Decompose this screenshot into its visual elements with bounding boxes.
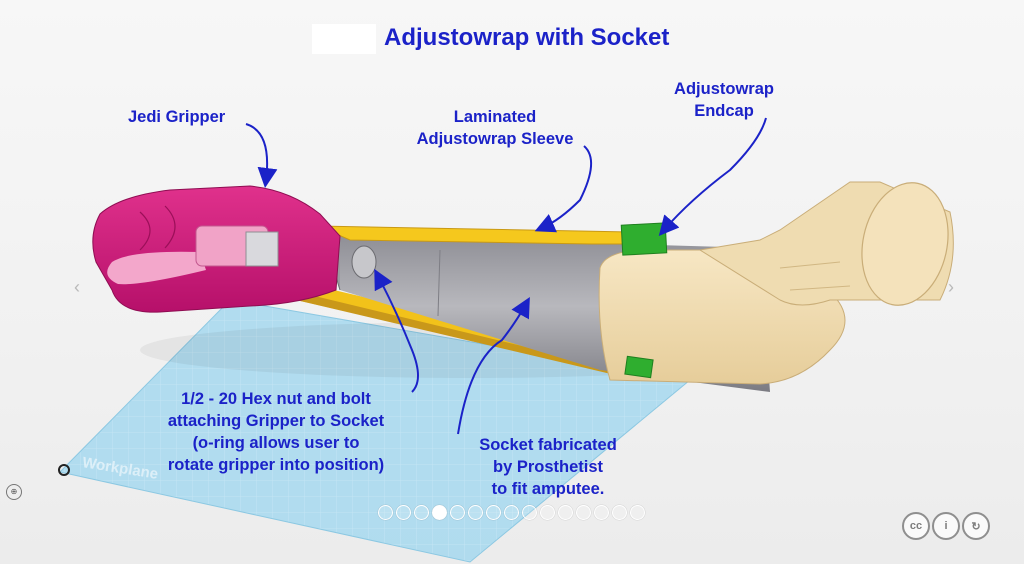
label-jedi-gripper: Jedi Gripper: [128, 108, 226, 126]
carousel-dot[interactable]: [450, 505, 465, 520]
title-redaction-box: [312, 24, 376, 54]
carousel-dot[interactable]: [522, 505, 537, 520]
share-alike-icon: ↻: [962, 512, 990, 540]
license-badge: cc i ↻: [902, 512, 990, 540]
carousel-dot[interactable]: [558, 505, 573, 520]
label-endcap: Adjustowrap Endcap: [674, 80, 774, 120]
page-title: Adjustowrap with Socket: [384, 24, 670, 51]
workplane: [59, 299, 692, 563]
carousel-dot[interactable]: [576, 505, 591, 520]
laminated-sleeve: [317, 225, 642, 245]
carousel-dot[interactable]: [378, 505, 393, 520]
annotation-arrows: [245, 117, 767, 435]
label-hex-nut: 1/2 - 20 Hex nut and bolt attaching Grip…: [167, 390, 385, 474]
carousel-dot[interactable]: [540, 505, 555, 520]
view-control-icon[interactable]: ⊕: [6, 484, 22, 500]
label-socket: Socket fabricated by Prosthetist to fit …: [479, 436, 617, 498]
attribution-icon: i: [932, 512, 960, 540]
carousel-dot[interactable]: [468, 505, 483, 520]
carousel-dot[interactable]: [630, 505, 645, 520]
cc-icon: cc: [902, 512, 930, 540]
label-laminated-sleeve: Laminated Adjustowrap Sleeve: [416, 108, 574, 148]
carousel-dot[interactable]: [486, 505, 501, 520]
carousel-dot[interactable]: [594, 505, 609, 520]
carousel-dots: [378, 505, 645, 520]
carousel-dot[interactable]: [396, 505, 411, 520]
carousel-dot[interactable]: [414, 505, 429, 520]
carousel-dot[interactable]: [612, 505, 627, 520]
carousel-next-button[interactable]: ›: [948, 277, 954, 297]
carousel-dot[interactable]: [432, 505, 447, 520]
endcap-shapes: [620, 222, 668, 379]
carousel-dot[interactable]: [504, 505, 519, 520]
cast-shape: [598, 181, 954, 385]
carousel-prev-button[interactable]: ‹: [74, 277, 80, 297]
gripper-shape: [92, 185, 341, 313]
